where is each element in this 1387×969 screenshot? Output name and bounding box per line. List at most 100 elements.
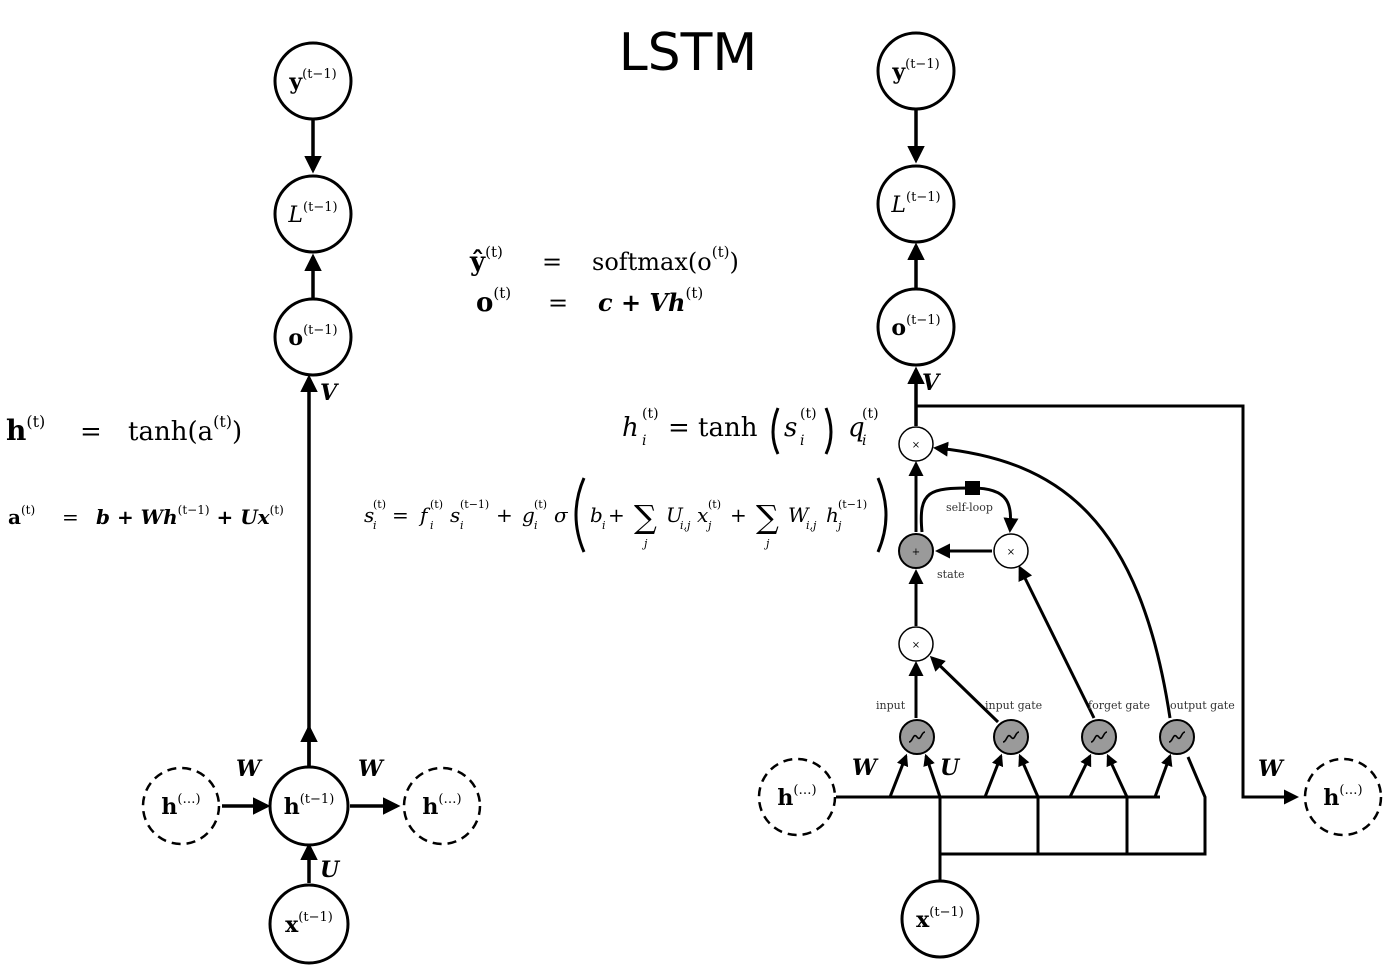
- node-h-next-sup: (…): [438, 792, 461, 807]
- input-gate-node: [993, 719, 1029, 755]
- node-h-label: h: [284, 794, 300, 820]
- arrow-h-into-output-gate: [1153, 753, 1173, 798]
- eq-si-f-sub: i: [430, 519, 434, 532]
- svg-text:a(t): a(t): [8, 503, 35, 529]
- node-r-h-prev: [757, 757, 837, 837]
- sigmoid-icon: [1090, 731, 1108, 743]
- svg-text:x(t−1): x(t−1): [285, 910, 333, 938]
- eq-hi-q: q: [848, 413, 865, 443]
- eq-si-U: U: [666, 503, 684, 527]
- eq-si-eq: =: [392, 503, 409, 527]
- node-h-prev: [141, 766, 221, 846]
- svg-text:c + Vh(t): c + Vh(t): [598, 284, 703, 317]
- weight-U-right: U: [940, 755, 961, 781]
- weight-W-right-2: W: [1258, 756, 1285, 782]
- node-r-o-sup: (t−1): [906, 313, 941, 328]
- eq-hi-rparen: [824, 407, 833, 455]
- label-self-loop: self-loop: [946, 501, 993, 514]
- eq-hi-s: s: [784, 413, 797, 443]
- eq-si-plus1: +: [496, 503, 513, 527]
- eq-si-plus3: +: [730, 503, 747, 527]
- eq-si-b: b: [590, 503, 603, 527]
- eq-si-sum2: ∑: [756, 498, 779, 536]
- edge-output-gate-to-mult: [933, 441, 1172, 719]
- label-forget-gate: forget gate: [1088, 699, 1150, 712]
- node-r-o-label: o: [891, 315, 906, 341]
- arrow-h-into-input-gate: [983, 753, 1004, 798]
- eq-hi-h-sub: i: [642, 433, 646, 449]
- node-y-label: y: [288, 69, 303, 95]
- node-r-x: [900, 879, 980, 959]
- node-x-sup: (t−1): [298, 910, 333, 925]
- node-L-sup: (t−1): [303, 200, 338, 215]
- node-r-h-next: [1303, 757, 1383, 837]
- eq-o-lhs: o: [476, 288, 493, 318]
- edge-input-gate-to-mult: [929, 655, 1000, 724]
- eq-si-lparen: [574, 477, 586, 553]
- eq-si-rparen: [876, 477, 888, 553]
- svg-text:y(t−1): y(t−1): [288, 67, 336, 95]
- arrow-h-into-forget-gate: [1068, 753, 1092, 798]
- output-mult-symbol: ×: [912, 440, 920, 451]
- eq-si-W: W: [788, 503, 810, 527]
- node-r-x-sup: (t−1): [929, 905, 964, 920]
- svg-text:b + Wh(t−1) + Ux(t): b + Wh(t−1) + Ux(t): [96, 503, 284, 529]
- eq-hi-h-sup: (t): [642, 406, 659, 422]
- node-x: [268, 883, 350, 965]
- node-o: [273, 297, 353, 377]
- node-h-next-label: h: [422, 794, 438, 820]
- node-r-o: [876, 287, 956, 367]
- edge-r-h-to-hnext: [916, 404, 1299, 805]
- equation-o: o(t) = c + Vh(t): [476, 284, 703, 318]
- svg-text:x(t−1): x(t−1): [916, 905, 964, 933]
- right-lstm-graph: y(t−1) L(t−1) o(t−1) × × × +: [757, 31, 1383, 959]
- node-r-y-label: y: [891, 59, 906, 85]
- eq-si-g: g: [522, 503, 535, 527]
- svg-text:h(…): h(…): [161, 792, 200, 820]
- eq-o-rhs: c + Vh: [598, 288, 686, 317]
- svg-text:tanh(a(t)): tanh(a(t)): [128, 412, 242, 447]
- weight-U-left: U: [320, 857, 341, 883]
- svg-text:h: h: [622, 413, 639, 443]
- arrow-x-into-input: [923, 753, 942, 798]
- eq-y-rhs: softmax(o: [592, 248, 712, 276]
- eq-si-f-sup: (t): [430, 498, 443, 511]
- equation-h: h(t) = tanh(a(t)): [6, 412, 242, 447]
- eq-si-s2: s: [450, 503, 460, 527]
- node-x-label: x: [285, 912, 299, 938]
- weight-V-right: V: [922, 370, 941, 396]
- eq-y-lhs: ŷ: [469, 247, 486, 277]
- svg-text:h(…): h(…): [1323, 783, 1362, 811]
- eq-si-s-sup: (t): [373, 498, 386, 511]
- eq-h-eq: =: [80, 417, 102, 447]
- eq-si-s2-sup: (t−1): [460, 498, 489, 511]
- svg-text:softmax(o(t)): softmax(o(t)): [592, 243, 739, 276]
- equation-si: s (t) i = f (t) i s (t−1) i + g (t) i σ …: [364, 477, 888, 553]
- svg-text:h(t): h(t): [6, 412, 45, 447]
- eq-si-s2-sub: i: [460, 519, 464, 532]
- svg-text:ŷ(t): ŷ(t): [469, 243, 503, 277]
- label-input: input: [876, 699, 906, 712]
- eq-si-U-sub: i,j: [680, 519, 691, 532]
- eq-y-eq: =: [542, 248, 562, 276]
- node-r-L-label: L: [890, 193, 906, 218]
- forget-mult-node: [993, 533, 1029, 569]
- node-r-h-prev-label: h: [777, 785, 793, 811]
- weight-W-right-1: W: [852, 755, 879, 781]
- eq-a-rhs-sup2: (t): [270, 503, 284, 517]
- svg-text:h(…): h(…): [422, 792, 461, 820]
- page-title: LSTM: [619, 23, 758, 83]
- eq-h-sup: (t): [26, 412, 45, 431]
- node-r-y: [876, 31, 956, 111]
- eq-si-s-sub: i: [373, 519, 377, 532]
- label-output-gate: output gate: [1170, 699, 1235, 712]
- eq-si-sum2-j: j: [763, 537, 770, 550]
- node-o-sup: (t−1): [303, 323, 338, 338]
- eq-h-rhs-sup: (t): [213, 412, 232, 431]
- eq-si-g-sup: (t): [534, 498, 547, 511]
- node-r-y-sup: (t−1): [905, 57, 940, 72]
- eq-si-h-sub: j: [835, 519, 842, 532]
- state-node: [898, 533, 934, 569]
- eq-a-rhs-sup1: (t−1): [178, 503, 210, 517]
